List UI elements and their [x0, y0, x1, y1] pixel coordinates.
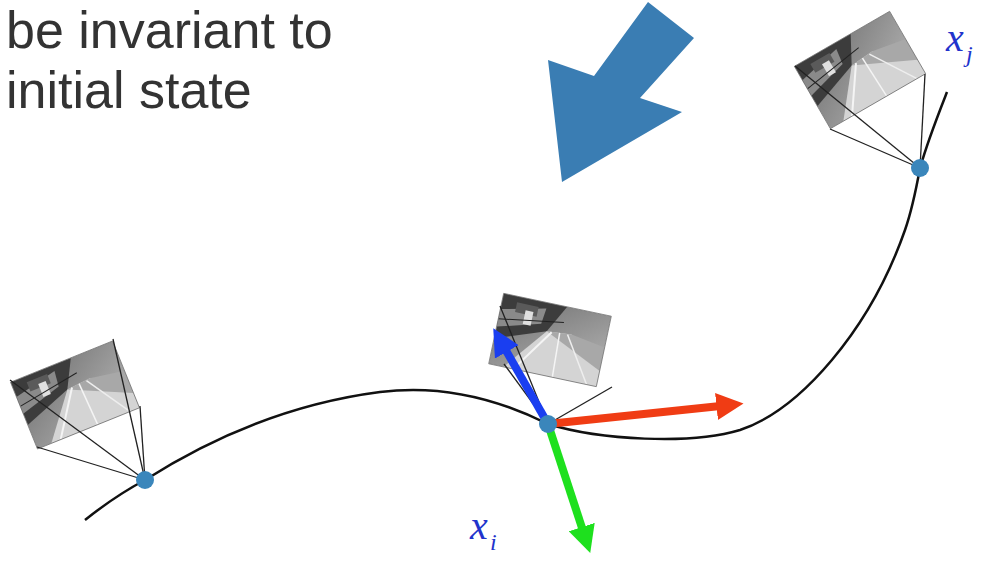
x-axis-arrow [548, 405, 730, 424]
pose-subscript: j [966, 42, 973, 66]
pose-subscript: i [490, 530, 497, 554]
pointer-arrow [548, 2, 694, 182]
camera-frame [489, 293, 612, 424]
pose-symbol: x [470, 506, 488, 546]
z-axis-arrow [500, 340, 548, 424]
trajectory-curve [85, 92, 947, 520]
pose-dot [911, 159, 929, 177]
camera-frame [794, 11, 925, 168]
slide-text: be invariant to [6, 4, 333, 56]
pose-dot [539, 415, 557, 433]
camera-frame [10, 339, 145, 480]
pose-dot [136, 471, 154, 489]
y-axis-arrow [548, 424, 586, 540]
pose-symbol: x [946, 18, 964, 58]
slide-text: initial state [6, 64, 252, 116]
